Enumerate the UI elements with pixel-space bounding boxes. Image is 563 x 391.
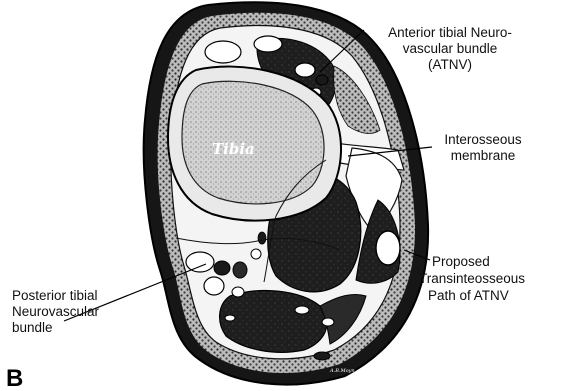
vessel xyxy=(295,306,309,314)
vessel xyxy=(225,315,235,321)
tibia-label: Tibia xyxy=(212,140,255,158)
svg-text:Interosseous: Interosseous xyxy=(444,132,522,147)
svg-text:(ATNV): (ATNV) xyxy=(428,57,472,72)
svg-text:Posterior tibial: Posterior tibial xyxy=(12,288,98,303)
vessel xyxy=(314,352,330,360)
svg-text:bundle: bundle xyxy=(12,320,53,335)
svg-text:membrane: membrane xyxy=(451,148,516,163)
muscle-tag: AL xyxy=(380,239,394,249)
label-proposed-path: Proposed Transinteosseous Path of ATNV xyxy=(419,254,525,303)
svg-text:Neurovascular: Neurovascular xyxy=(12,304,100,319)
svg-text:Proposed: Proposed xyxy=(432,254,490,269)
vessel xyxy=(322,318,334,326)
superficial-vessel xyxy=(205,41,241,63)
label-interosseous-membrane: Interosseous membrane xyxy=(444,132,522,163)
label-posterior-bundle: Posterior tibial Neurovascular bundle xyxy=(12,288,100,335)
svg-text:Transinteosseous: Transinteosseous xyxy=(419,271,525,286)
panel-letter: B xyxy=(6,365,23,391)
svg-text:Path of ATNV: Path of ATNV xyxy=(428,288,509,303)
label-atnv: Anterior tibial Neuro- vascular bundle (… xyxy=(388,25,512,72)
svg-text:Anterior tibial Neuro-: Anterior tibial Neuro- xyxy=(388,25,512,40)
superficial-vessel xyxy=(254,36,282,52)
artist-signature: A.B.Moyn xyxy=(329,368,355,374)
svg-text:vascular bundle: vascular bundle xyxy=(403,41,498,56)
